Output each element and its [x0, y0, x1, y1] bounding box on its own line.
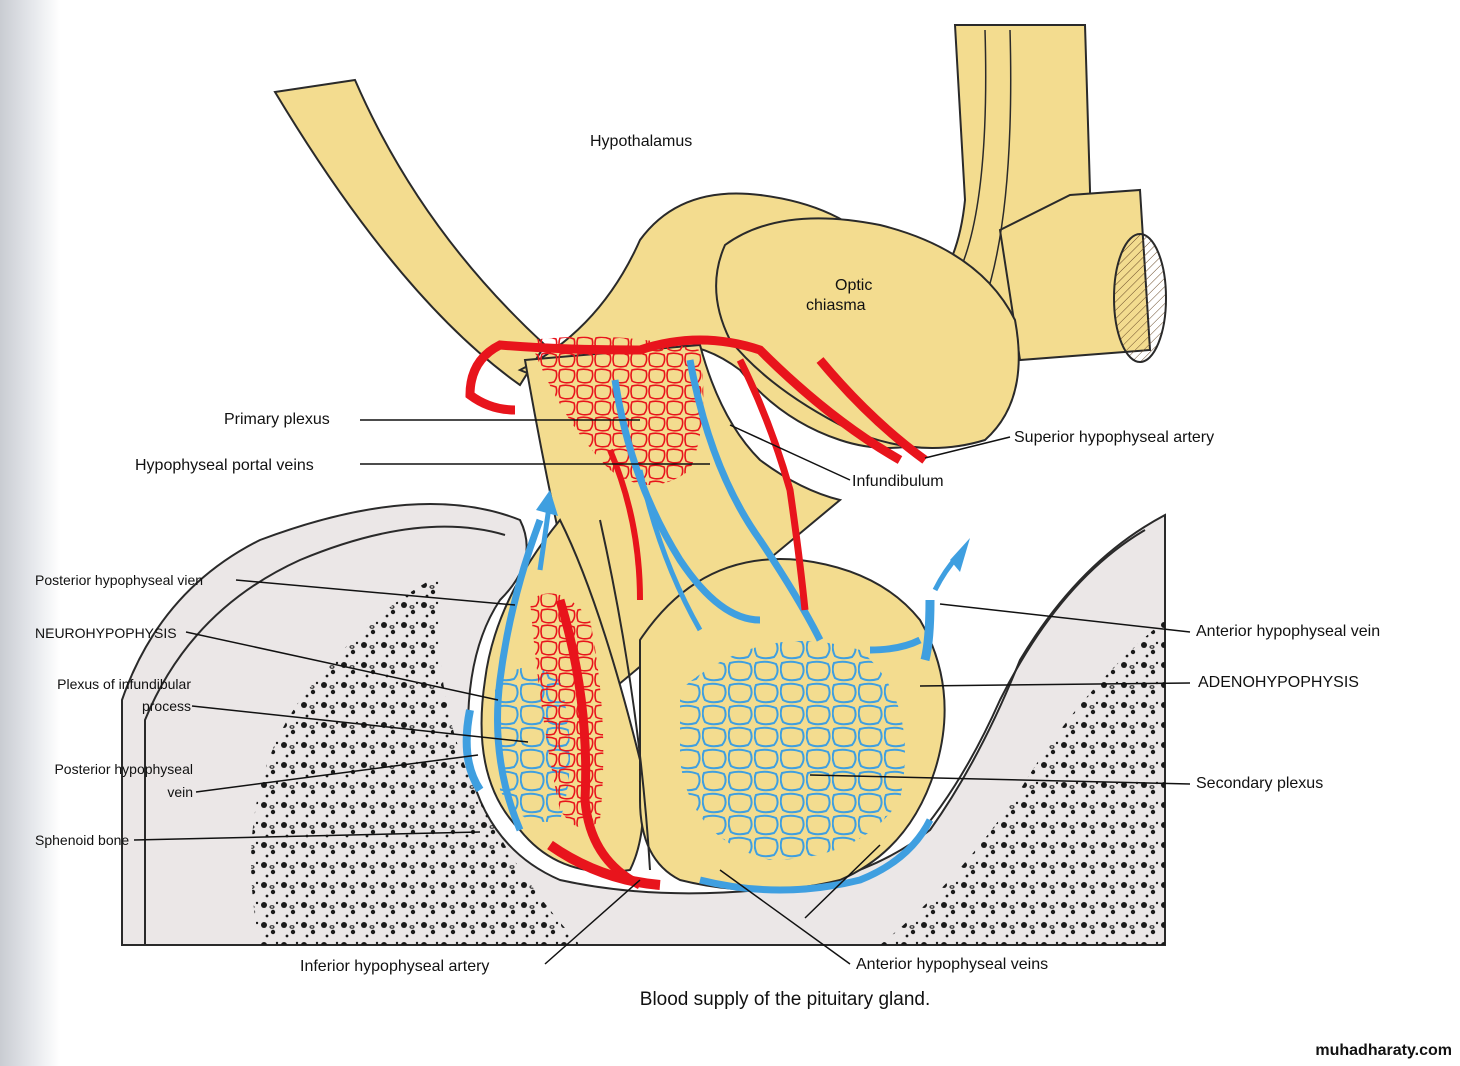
label-optic-chiasma-line2: chiasma — [806, 297, 866, 314]
label-anterior-hypophyseal-vein: Anterior hypophyseal vein — [1196, 623, 1381, 640]
secondary-plexus-network — [680, 641, 905, 860]
label-posterior-hypophyseal-vein-line1: Posterior hypophyseal — [54, 761, 193, 777]
leader-lines — [133, 419, 1191, 965]
label-plexus-infundibular-line1: Plexus of infundibular — [57, 676, 191, 692]
arteries — [465, 335, 928, 890]
label-inferior-hypophyseal-artery: Inferior hypophyseal artery — [300, 958, 490, 975]
label-secondary-plexus: Secondary plexus — [1196, 775, 1324, 792]
label-anterior-hypophyseal-veins: Anterior hypophyseal veins — [856, 956, 1049, 973]
label-hypophyseal-portal-veins: Hypophyseal portal veins — [135, 457, 314, 474]
veins — [462, 490, 970, 894]
page-edge-shadow — [0, 0, 60, 1066]
label-primary-plexus: Primary plexus — [224, 411, 330, 428]
label-optic-chiasma-line1: Optic — [835, 277, 873, 294]
label-plexus-infundibular-line2: process — [141, 698, 191, 714]
hypothalamus-tissue — [273, 24, 1167, 449]
label-neurohypophysis: NEUROHYPOPHYSIS — [35, 625, 177, 641]
label-superior-hypophyseal-artery: Superior hypophyseal artery — [1014, 429, 1215, 446]
primary-plexus-network — [530, 336, 704, 485]
label-sphenoid-bone: Sphenoid bone — [35, 832, 130, 848]
label-adenohypophysis: ADENOHYPOPHYSIS — [1198, 674, 1359, 691]
site-watermark: muhadharaty.com — [1315, 1042, 1452, 1059]
label-hypothalamus: Hypothalamus — [590, 133, 693, 150]
label-infundibulum: Infundibulum — [852, 473, 944, 490]
label-posterior-hypophyseal-vien: Posterior hypophyseal vien — [35, 572, 204, 588]
label-posterior-hypophyseal-vein-line2: vein — [167, 784, 193, 800]
figure-caption: Blood supply of the pituitary gland. — [639, 989, 931, 1010]
